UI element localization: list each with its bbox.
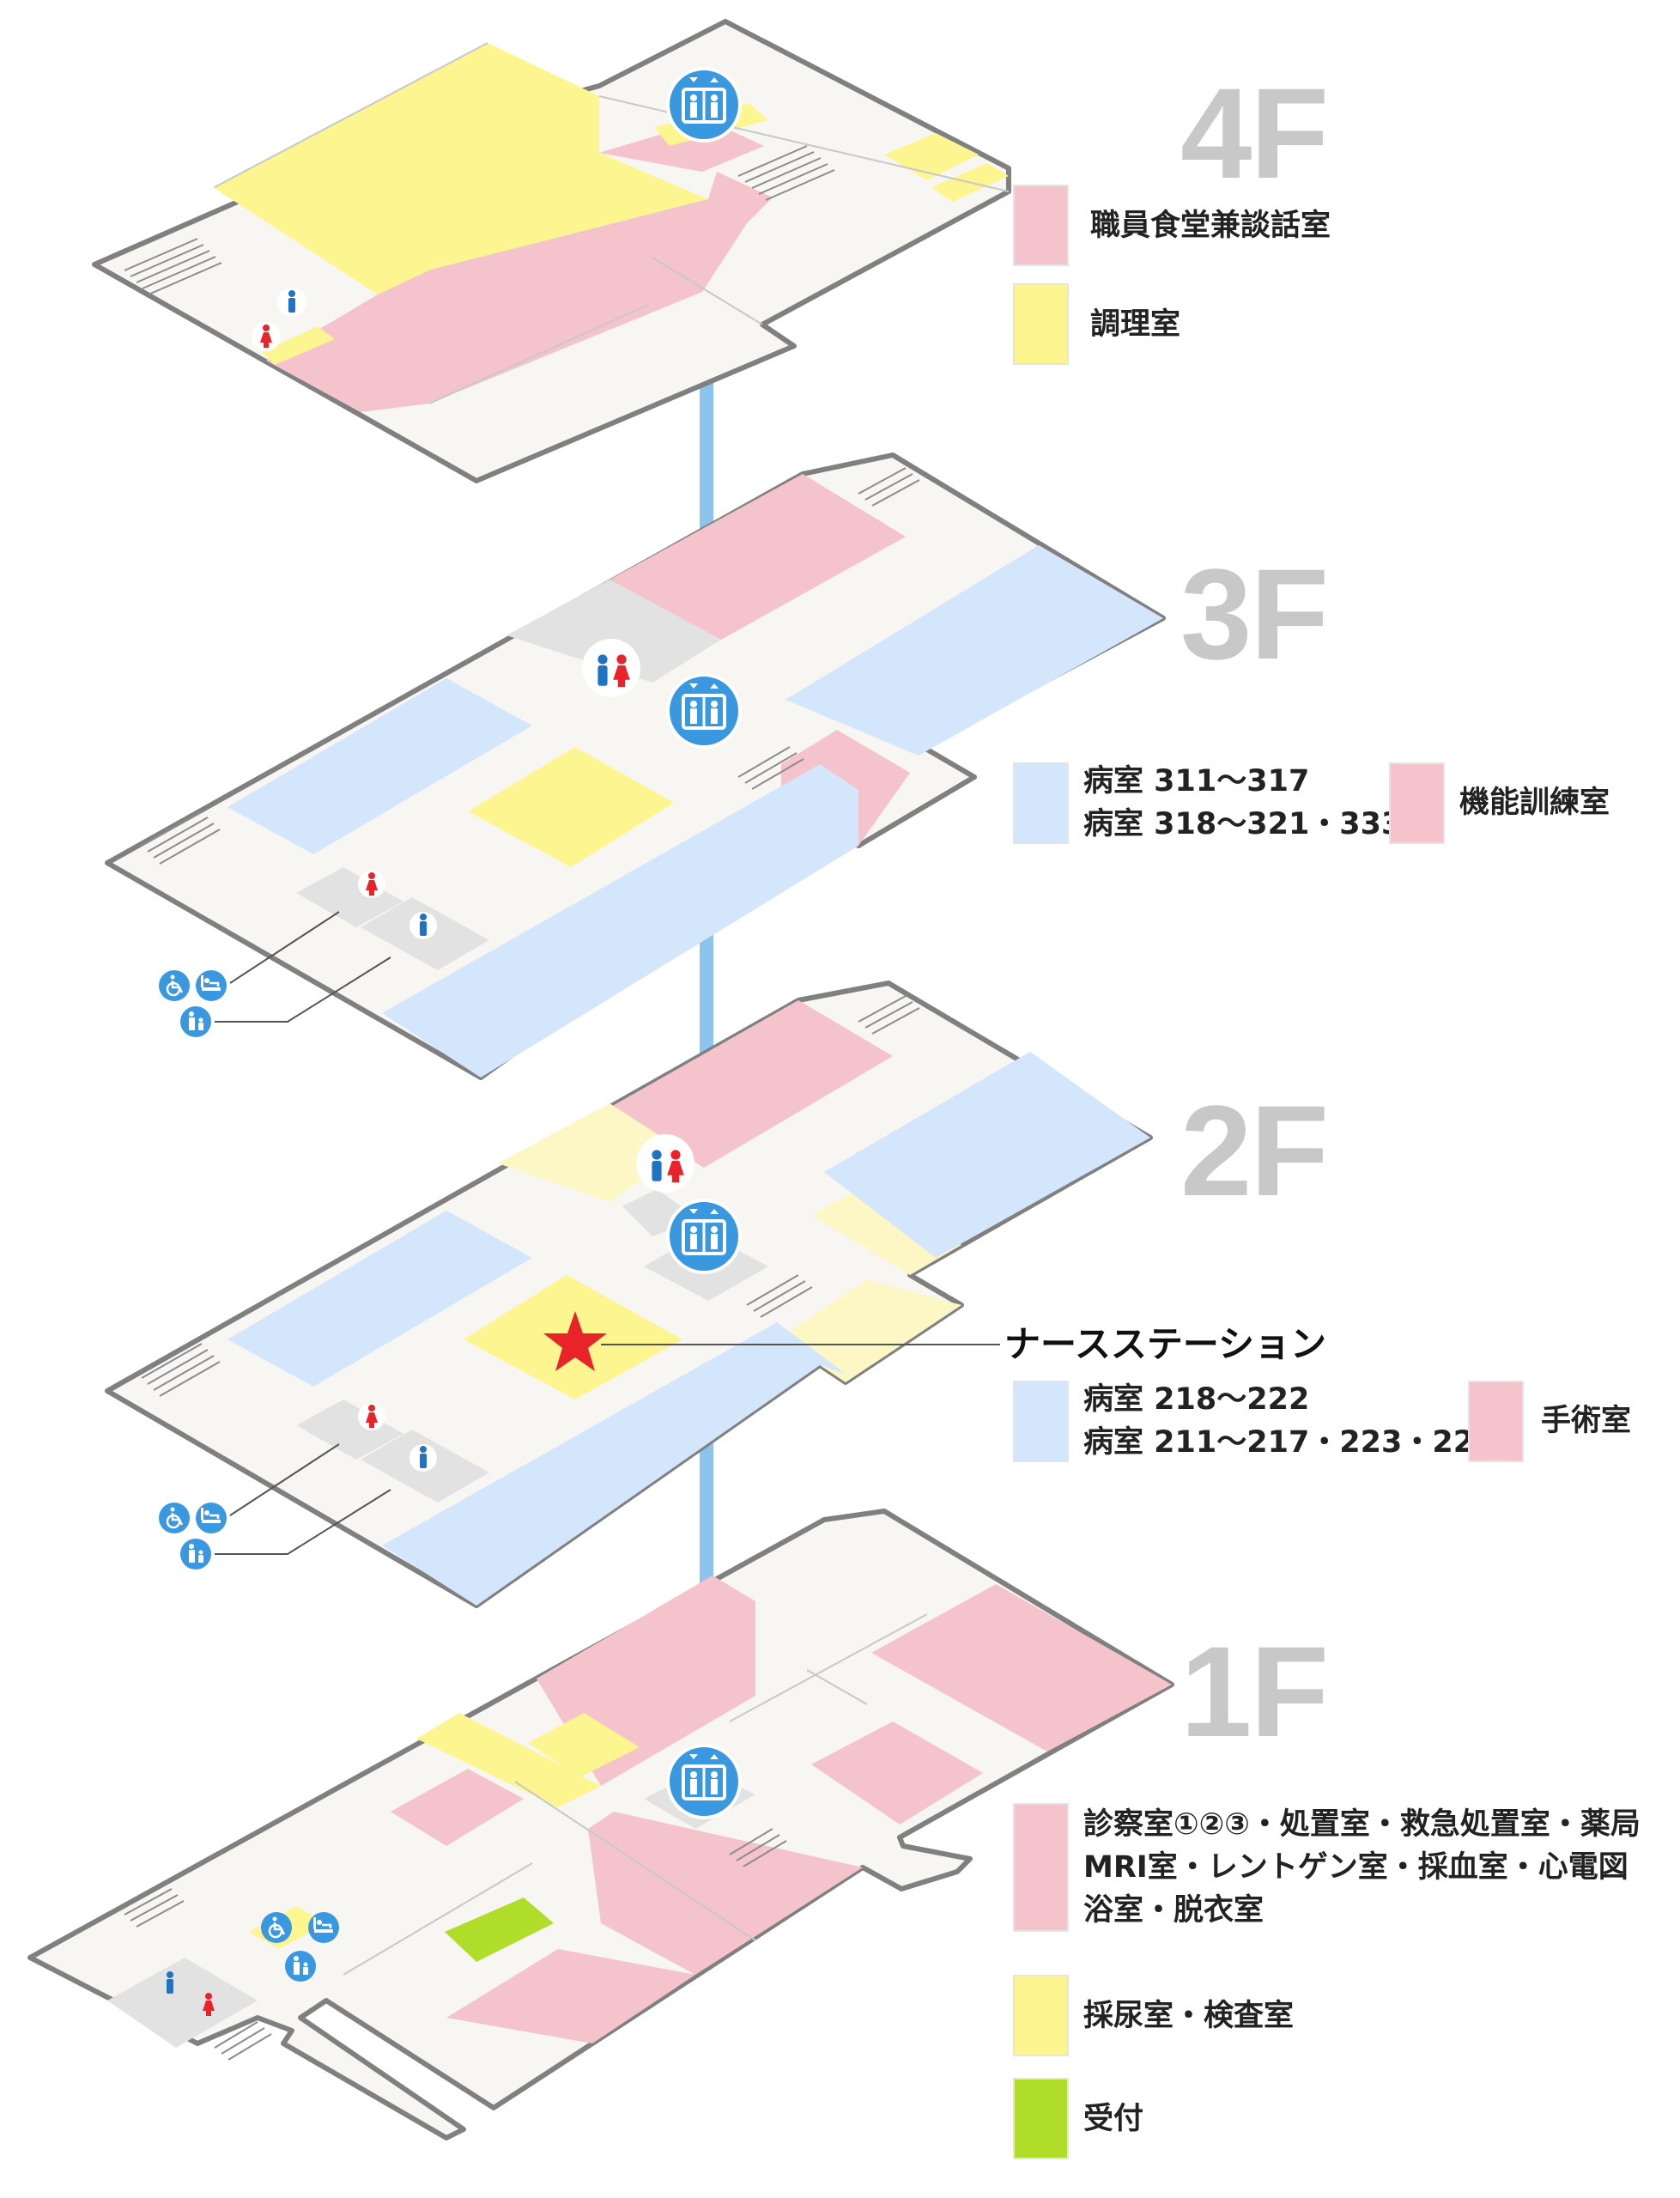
- 2f-female-toilet-icon: [358, 1403, 385, 1430]
- 2f-toilet-icon: [636, 1134, 694, 1193]
- legend-4f-kitchen: 調理室: [1090, 307, 1181, 342]
- legend-1f-reception: 受付: [1083, 2102, 1144, 2136]
- 4f-male-toilet-icon: [277, 288, 306, 317]
- legend-swatch-3f-blue: [1013, 762, 1069, 844]
- 2f-surgery-area: [610, 1000, 893, 1168]
- 3f-accessibility-icons: [157, 968, 228, 1037]
- legend-4f-dining: 職員食堂兼談話室: [1090, 209, 1331, 243]
- floor-3f-plan: [105, 452, 1166, 1080]
- 1f-clinic-area-east: [871, 1584, 1172, 1752]
- floor-label-1f: 1F: [1180, 1619, 1329, 1764]
- 2f-wards-west: [227, 1211, 532, 1387]
- 2f-elevator-icon: [666, 1199, 742, 1274]
- 3f-toilet-icon: [582, 639, 640, 697]
- legend-swatch-4f-yellow: [1013, 283, 1069, 365]
- legend-3f-wards-line2: 病室 318〜321・333: [1083, 807, 1403, 841]
- nurse-station-label: ナースステーション: [1004, 1323, 1327, 1365]
- 2f-wards-south: [382, 1322, 846, 1606]
- legend-2f-wards-line1: 病室 218〜222: [1083, 1382, 1310, 1417]
- 1f-clinic-area-south: [588, 1812, 863, 1975]
- floor-2f-plan: [105, 981, 1153, 1608]
- legend-1f-clinic-line1: 診察室①②③・処置室・救急処置室・薬局: [1083, 1807, 1641, 1842]
- legend-2f-surgery: 手術室: [1541, 1404, 1632, 1438]
- legend-swatch-1f-green: [1013, 2078, 1069, 2159]
- floor-label-2f: 2F: [1180, 1078, 1329, 1223]
- 3f-training-area: [610, 474, 906, 640]
- legend-3f-wards-line1: 病室 311〜317: [1083, 764, 1310, 798]
- 4f-elevator-icon: [666, 67, 742, 143]
- legend-1f-lab: 採尿室・検査室: [1083, 1999, 1295, 2033]
- 3f-elevator-icon: [666, 673, 742, 749]
- legend-swatch-2f-blue: [1013, 1381, 1069, 1462]
- floor-4f-plan: [92, 19, 1011, 483]
- legend-1f-clinic-line2: MRI室・レントゲン室・採血室・心電図: [1083, 1850, 1628, 1885]
- 4f-kitchen-area: [213, 43, 708, 294]
- 3f-male-toilet-icon: [409, 912, 437, 939]
- 2f-wards-north: [824, 1052, 1150, 1258]
- 1f-male-toilet-icon: [167, 1971, 173, 1994]
- 3f-wards-north: [785, 545, 1163, 756]
- legend-swatch-1f-yellow: [1013, 1975, 1069, 2056]
- 3f-female-toilet-icon: [358, 871, 385, 898]
- 1f-lab-area: [416, 1713, 601, 1807]
- floor-label-3f: 3F: [1180, 542, 1329, 686]
- legend-3f-training: 機能訓練室: [1459, 786, 1610, 820]
- 2f-male-toilet-icon: [409, 1444, 437, 1472]
- floor-label-4f: 4F: [1180, 61, 1329, 205]
- legend-2f-wards-line2: 病室 211〜217・223・225: [1083, 1425, 1495, 1460]
- floor-1f-plan: [27, 1509, 1174, 2140]
- legend-1f-clinic-line3: 浴室・脱衣室: [1083, 1893, 1265, 1928]
- legend-swatch-2f-pink: [1468, 1381, 1524, 1462]
- 3f-wards-west: [227, 678, 532, 854]
- star-icon: [543, 1311, 607, 1371]
- legend-swatch-1f-pink: [1013, 1803, 1069, 1932]
- 1f-elevator-icon: [666, 1744, 742, 1819]
- legend-swatch-3f-pink: [1389, 762, 1445, 844]
- 2f-accessibility-icons: [157, 1501, 228, 1570]
- 3f-wards-south: [382, 764, 858, 1078]
- 1f-reception-area: [445, 1897, 554, 1962]
- 4f-dining-area: [266, 172, 773, 412]
- 4f-female-toilet-icon: [252, 322, 281, 351]
- legend-swatch-4f-pink: [1013, 185, 1069, 266]
